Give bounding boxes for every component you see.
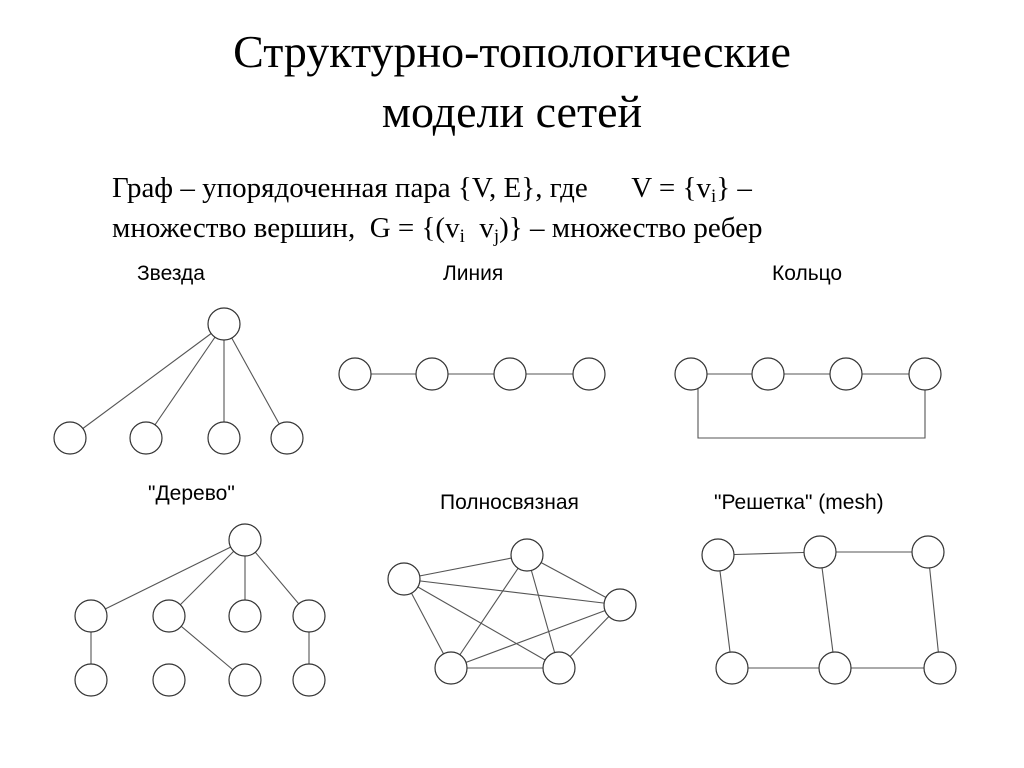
- line-node: [493, 357, 527, 391]
- tree-edge: [168, 539, 246, 617]
- tree-node: [292, 599, 326, 633]
- star-node: [53, 421, 87, 455]
- graph-definition: Граф – упорядоченная пара {V, E}, где V …: [112, 168, 972, 248]
- label-ring: Кольцо: [772, 262, 843, 285]
- label-star: Звезда: [137, 262, 205, 285]
- mesh-edge: [927, 551, 941, 669]
- ring-return-edge: [697, 388, 926, 439]
- definition-text-4: v: [464, 212, 494, 244]
- ring-node: [751, 357, 785, 391]
- definition-text-2: } –: [716, 172, 752, 204]
- star-edge: [223, 323, 288, 439]
- tree-topology: [74, 523, 326, 697]
- full-mesh-edge: [450, 604, 621, 669]
- tree-node: [74, 599, 108, 633]
- full-mesh-edge: [526, 554, 560, 669]
- mesh-edge: [717, 551, 821, 556]
- mesh-node: [701, 538, 735, 572]
- full-mesh-edge: [450, 554, 528, 669]
- tree-leaf-node: [74, 663, 108, 697]
- definition-text-3: множество вершин, G = {(v: [112, 212, 460, 244]
- full-mesh-topology: [387, 538, 637, 685]
- mesh-edge: [819, 551, 836, 669]
- tree-edge: [90, 539, 246, 617]
- star-topology: [53, 307, 304, 455]
- mesh-node: [911, 535, 945, 569]
- subscript-i-2: i: [459, 226, 465, 247]
- tree-leaf-node: [228, 663, 262, 697]
- full-mesh-node: [387, 562, 421, 596]
- star-edge: [145, 323, 225, 439]
- full-mesh-node: [603, 588, 637, 622]
- full-mesh-node: [434, 651, 468, 685]
- ring-node: [908, 357, 942, 391]
- mesh-edge: [717, 554, 733, 669]
- star-center-node: [207, 307, 241, 341]
- definition-text-1: Граф – упорядоченная пара {V, E}, где V …: [112, 172, 711, 204]
- tree-leaf-node: [292, 663, 326, 697]
- label-mesh: "Решетка" (mesh): [714, 491, 884, 514]
- definition-line-1: Граф – упорядоченная пара {V, E}, где V …: [112, 168, 972, 208]
- full-mesh-node: [542, 651, 576, 685]
- star-node: [207, 421, 241, 455]
- full-mesh-edge: [403, 578, 621, 606]
- mesh-node: [923, 651, 957, 685]
- definition-line-2: множество вершин, G = {(vi vj)} – множес…: [112, 208, 972, 248]
- star-node: [270, 421, 304, 455]
- line-topology: [338, 357, 606, 391]
- tree-leaf-node: [152, 663, 186, 697]
- tree-node: [228, 599, 262, 633]
- grid-mesh-topology: [701, 535, 957, 685]
- mesh-node: [803, 535, 837, 569]
- label-tree: "Дерево": [148, 482, 235, 505]
- ring-node: [674, 357, 708, 391]
- full-mesh-node: [510, 538, 544, 572]
- title-line-2: модели сетей: [381, 86, 643, 137]
- subscript-j: j: [493, 226, 500, 247]
- line-node: [572, 357, 606, 391]
- label-line: Линия: [443, 262, 504, 285]
- definition-text-5: )} – множество ребер: [499, 212, 763, 244]
- subscript-i: i: [710, 186, 717, 207]
- full-mesh-edge: [526, 554, 621, 606]
- ring-topology: [674, 357, 942, 439]
- full-mesh-edge: [403, 554, 528, 580]
- label-full-mesh: Полносвязная: [440, 491, 579, 514]
- line-node: [338, 357, 372, 391]
- star-edge: [69, 323, 225, 439]
- line-node: [415, 357, 449, 391]
- slide-title: Структурно-топологические модели сетей: [0, 22, 1024, 142]
- tree-root-node: [228, 523, 262, 557]
- ring-node: [829, 357, 863, 391]
- star-node: [129, 421, 163, 455]
- full-mesh-edge: [403, 578, 452, 669]
- tree-node: [152, 599, 186, 633]
- mesh-node: [818, 651, 852, 685]
- mesh-node: [715, 651, 749, 685]
- title-line-1: Структурно-топологические: [233, 26, 791, 77]
